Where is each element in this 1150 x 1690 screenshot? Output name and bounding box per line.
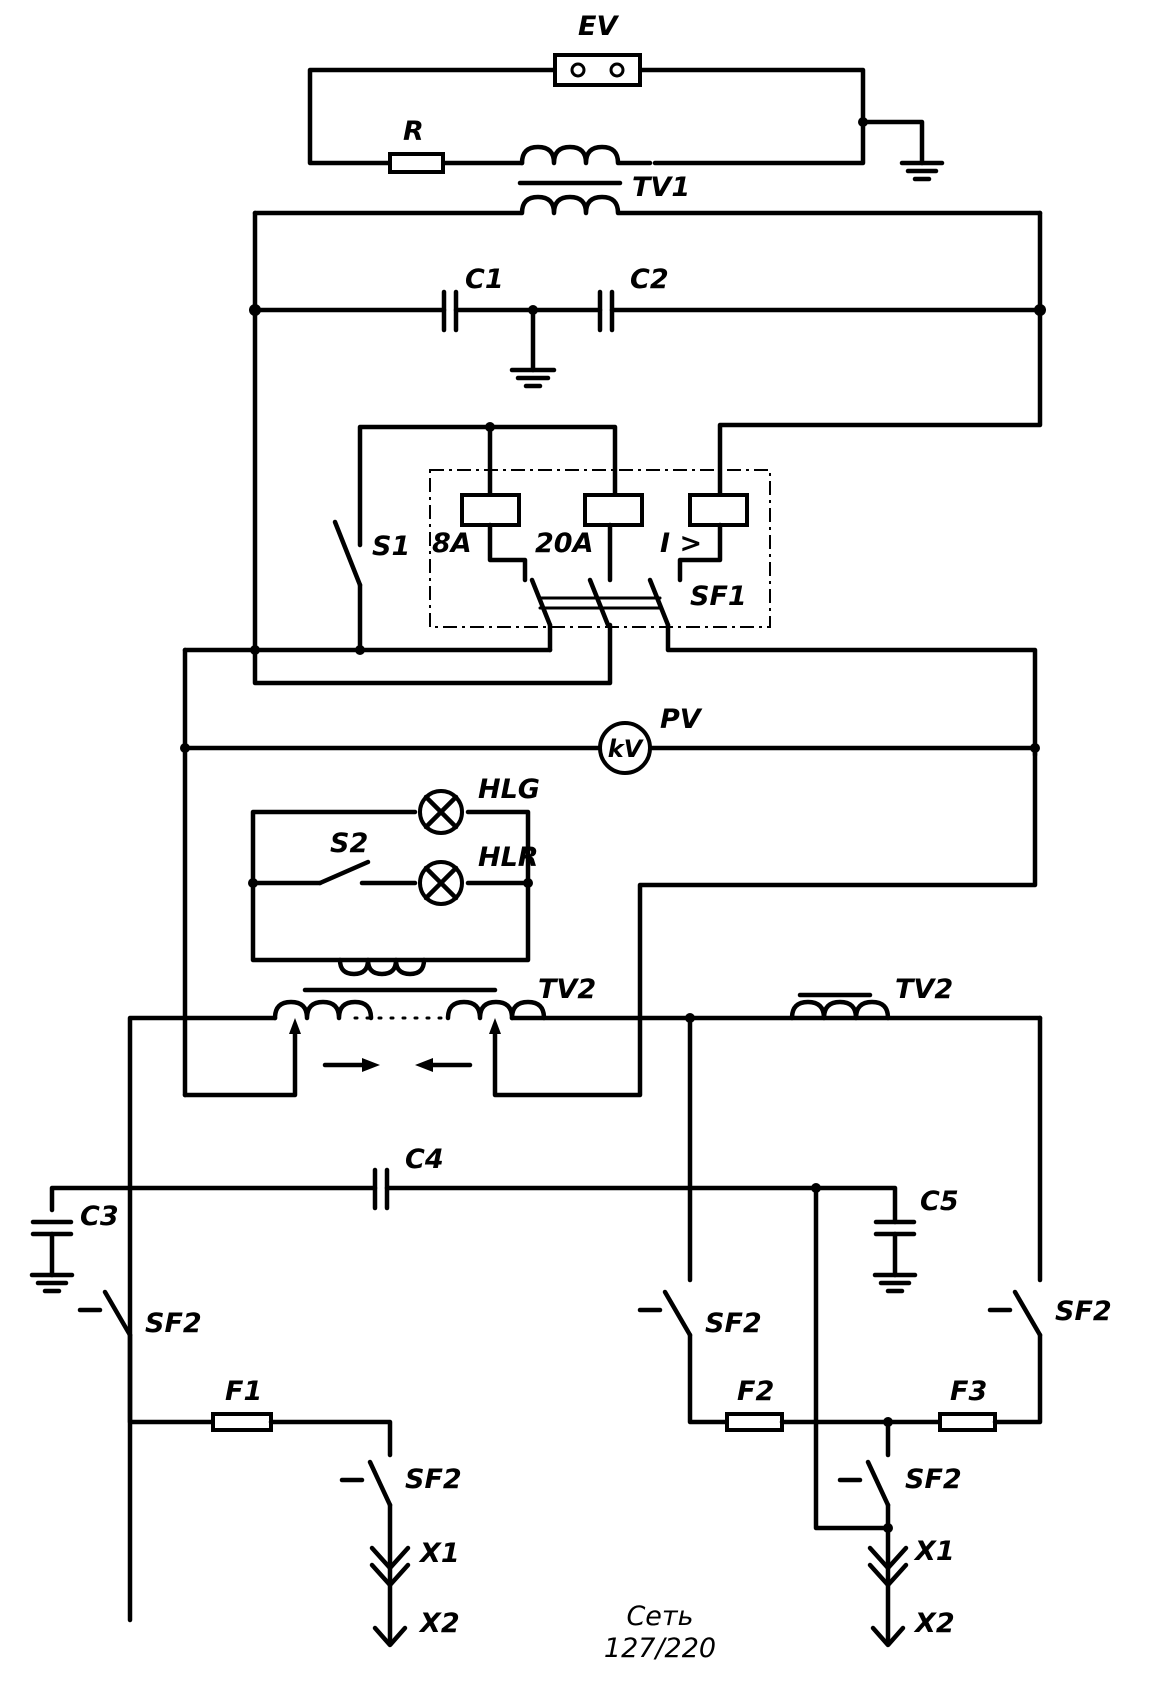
ground-icon [29, 1272, 75, 1294]
label-relay-overcurrent: I > [660, 528, 702, 559]
label-c3: C3 [80, 1201, 119, 1232]
resistor-r [388, 152, 445, 174]
right-output-branch [637, 1289, 1043, 1648]
relay-overcurrent [688, 493, 749, 527]
label-x1-left: X1 [418, 1538, 460, 1569]
capacitor-line-c1-c2 [249, 289, 1046, 389]
label-sf2-d: SF2 [1055, 1296, 1112, 1327]
label-sf2-b: SF2 [405, 1464, 462, 1495]
voltmeter-pv: kV [598, 721, 652, 775]
label-f3: F3 [950, 1376, 987, 1407]
label-pv: PV [660, 704, 703, 735]
label-x1-right: X1 [913, 1536, 955, 1567]
label-r: R [403, 116, 424, 147]
ground-icon [509, 367, 557, 389]
label-sf2-c: SF2 [705, 1308, 762, 1339]
label-tv2-right: TV2 [895, 974, 953, 1005]
label-f1: F1 [225, 1376, 262, 1407]
left-output-branch [77, 1289, 411, 1648]
switch-s2 [317, 859, 371, 886]
label-c1: C1 [465, 264, 504, 295]
capacitor-line-c3-c4-c5 [29, 1167, 918, 1531]
tv1-secondary-coil [519, 144, 653, 166]
fuse-f2 [725, 1412, 784, 1432]
label-s2: S2 [330, 828, 368, 859]
tv2-left-windings [127, 999, 1043, 1623]
label-tv2-left: TV2 [538, 974, 596, 1005]
ground-icon [899, 160, 945, 182]
label-sf2-a: SF2 [145, 1308, 202, 1339]
label-hlg: HLG [478, 774, 540, 805]
label-s1: S1 [372, 531, 410, 562]
fuse-f1 [211, 1412, 273, 1432]
relay-8a [460, 493, 521, 527]
label-hlr: HLR [478, 842, 539, 873]
label-relay-20a: 20A [535, 528, 593, 559]
label-f2: F2 [737, 1376, 774, 1407]
label-ev: EV [578, 11, 619, 42]
sf1-breaker-enclosure [429, 469, 771, 628]
ground-icon [872, 1272, 918, 1294]
label-c5: C5 [920, 1186, 959, 1217]
label-sf1: SF1 [690, 581, 747, 612]
tv2-right-coil [789, 999, 891, 1021]
label-network-voltage: 127/220 [604, 1633, 716, 1664]
spark-gap-ev [553, 53, 642, 87]
label-x2-right: X2 [913, 1608, 955, 1639]
relay-20a [583, 493, 644, 527]
switch-s1 [332, 519, 363, 588]
label-sf2-e: SF2 [905, 1464, 962, 1495]
label-c2: C2 [630, 264, 669, 295]
label-c4: C4 [405, 1144, 444, 1175]
lamp-hlr-icon [418, 860, 464, 906]
lamp-hlg-icon [418, 789, 464, 835]
fuse-f3 [938, 1412, 997, 1432]
label-relay-8a: 8A [432, 528, 472, 559]
ev-r-circuit [307, 53, 945, 182]
tv1-primary-coil [252, 194, 1043, 216]
voltmeter-unit: kV [608, 735, 645, 763]
label-network: Сеть [626, 1601, 693, 1632]
label-x2-left: X2 [418, 1608, 460, 1639]
signal-lamp-circuit [248, 789, 533, 977]
label-tv1: TV1 [632, 172, 690, 203]
tv2-secondary-coil [337, 957, 427, 977]
sf1-contacts [529, 577, 1038, 758]
